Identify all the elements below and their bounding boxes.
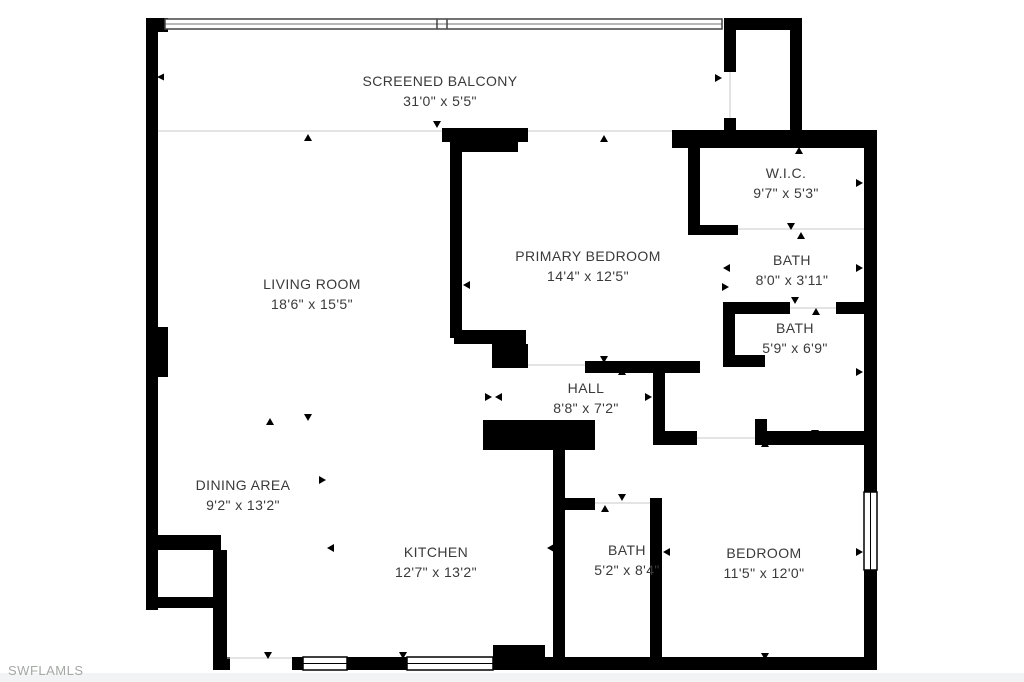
window-bedroom [863,491,878,571]
dimension-arrow [150,391,157,399]
room-label-bath-1: BATH 8'0" x 3'11" [756,250,829,290]
room-label-kitchen: KITCHEN 12'7" x 13'2" [395,542,477,582]
window-bottom [406,656,494,671]
room-name: HALL [567,380,605,396]
room-dimensions: 5'2" x 8'4" [594,562,660,578]
dimension-arrow [495,393,502,401]
dimension-arrow [463,281,470,289]
room-name: BATH [776,320,814,336]
dimension-arrow [150,476,157,484]
dimension-arrow [319,476,326,484]
dimension-arrow [691,179,698,187]
dimension-arrow [547,544,554,552]
dimension-arrow [797,232,805,239]
dimension-arrows [150,73,863,660]
windows [302,491,878,671]
dimension-arrow [433,121,441,128]
dimension-arrow [811,430,819,437]
room-dimensions: 9'2" x 13'2" [206,497,280,513]
dimension-arrow [600,356,608,363]
dimension-arrow [266,418,274,425]
walls [146,18,877,670]
dimension-arrow [157,73,164,81]
dimension-arrow [600,135,608,142]
room-label-primary-bedroom: PRIMARY BEDROOM 14'4" x 12'5" [515,246,661,286]
dimension-arrow [856,179,863,187]
window-kitchen [302,656,348,671]
room-dimensions: 18'6" x 15'5" [271,296,353,312]
dimension-arrow [856,264,863,272]
room-dimensions: 11'5" x 12'0" [723,565,805,581]
room-dimensions: 5'9" x 6'9" [762,340,828,356]
room-name: BATH [608,542,646,558]
dimension-arrow [618,494,626,501]
room-name: KITCHEN [403,544,469,560]
dimension-arrow [399,652,407,659]
dimension-arrow [856,548,863,556]
room-name: BATH [773,252,811,268]
dimension-arrow [795,147,803,154]
opening-lines [158,72,864,659]
dimension-arrow [715,74,722,82]
dimension-arrow [304,134,312,141]
watermark: SWFLAMLS [8,663,84,678]
room-label-hall: HALL 8'8" x 7'2" [553,378,619,418]
dimension-arrow [485,393,492,401]
room-label-wic: W.I.C. 9'7" x 5'3" [753,163,819,203]
room-dimensions: 31'0" x 5'5" [403,93,477,109]
balcony-railing [164,18,723,30]
room-name: SCREENED BALCONY [362,73,518,89]
dimension-arrow [618,368,626,375]
dimension-arrow [327,544,334,552]
dimension-arrow [601,505,609,512]
dimension-arrow [856,368,863,376]
dimension-arrow [787,223,795,230]
dimension-arrow [812,308,820,315]
dimension-arrow [722,283,729,291]
dimension-arrow [645,393,652,401]
room-label-bath-2: BATH 5'9" x 6'9" [762,318,828,358]
room-name: LIVING ROOM [263,276,361,292]
bottom-strip [0,673,1024,682]
room-dimensions: 12'7" x 13'2" [395,564,477,580]
dimension-arrow [663,548,670,556]
room-label-living-room: LIVING ROOM 18'6" x 15'5" [263,274,361,314]
room-name: PRIMARY BEDROOM [515,248,661,264]
room-dimensions: 8'0" x 3'11" [755,272,829,288]
room-name: BEDROOM [726,545,802,561]
dimension-arrow [723,264,730,272]
room-label-dining-area: DINING AREA 9'2" x 13'2" [196,475,291,515]
room-name: DINING AREA [195,477,291,493]
room-dimensions: 14'4" x 12'5" [547,268,629,284]
dimension-arrow [304,414,312,421]
dimension-arrow [761,440,769,447]
room-dimensions: 8'8" x 7'2" [553,400,619,416]
room-label-bath-3: BATH 5'2" x 8'4" [594,540,660,580]
room-label-screened-balcony: SCREENED BALCONY 31'0" x 5'5" [363,71,518,111]
room-dimensions: 9'7" x 5'3" [753,185,819,201]
dimension-arrow [264,652,272,659]
room-name: W.I.C. [765,165,807,181]
dimension-arrow [791,297,799,304]
dimension-arrow [761,653,769,660]
room-label-bedroom: BEDROOM 11'5" x 12'0" [724,543,805,583]
